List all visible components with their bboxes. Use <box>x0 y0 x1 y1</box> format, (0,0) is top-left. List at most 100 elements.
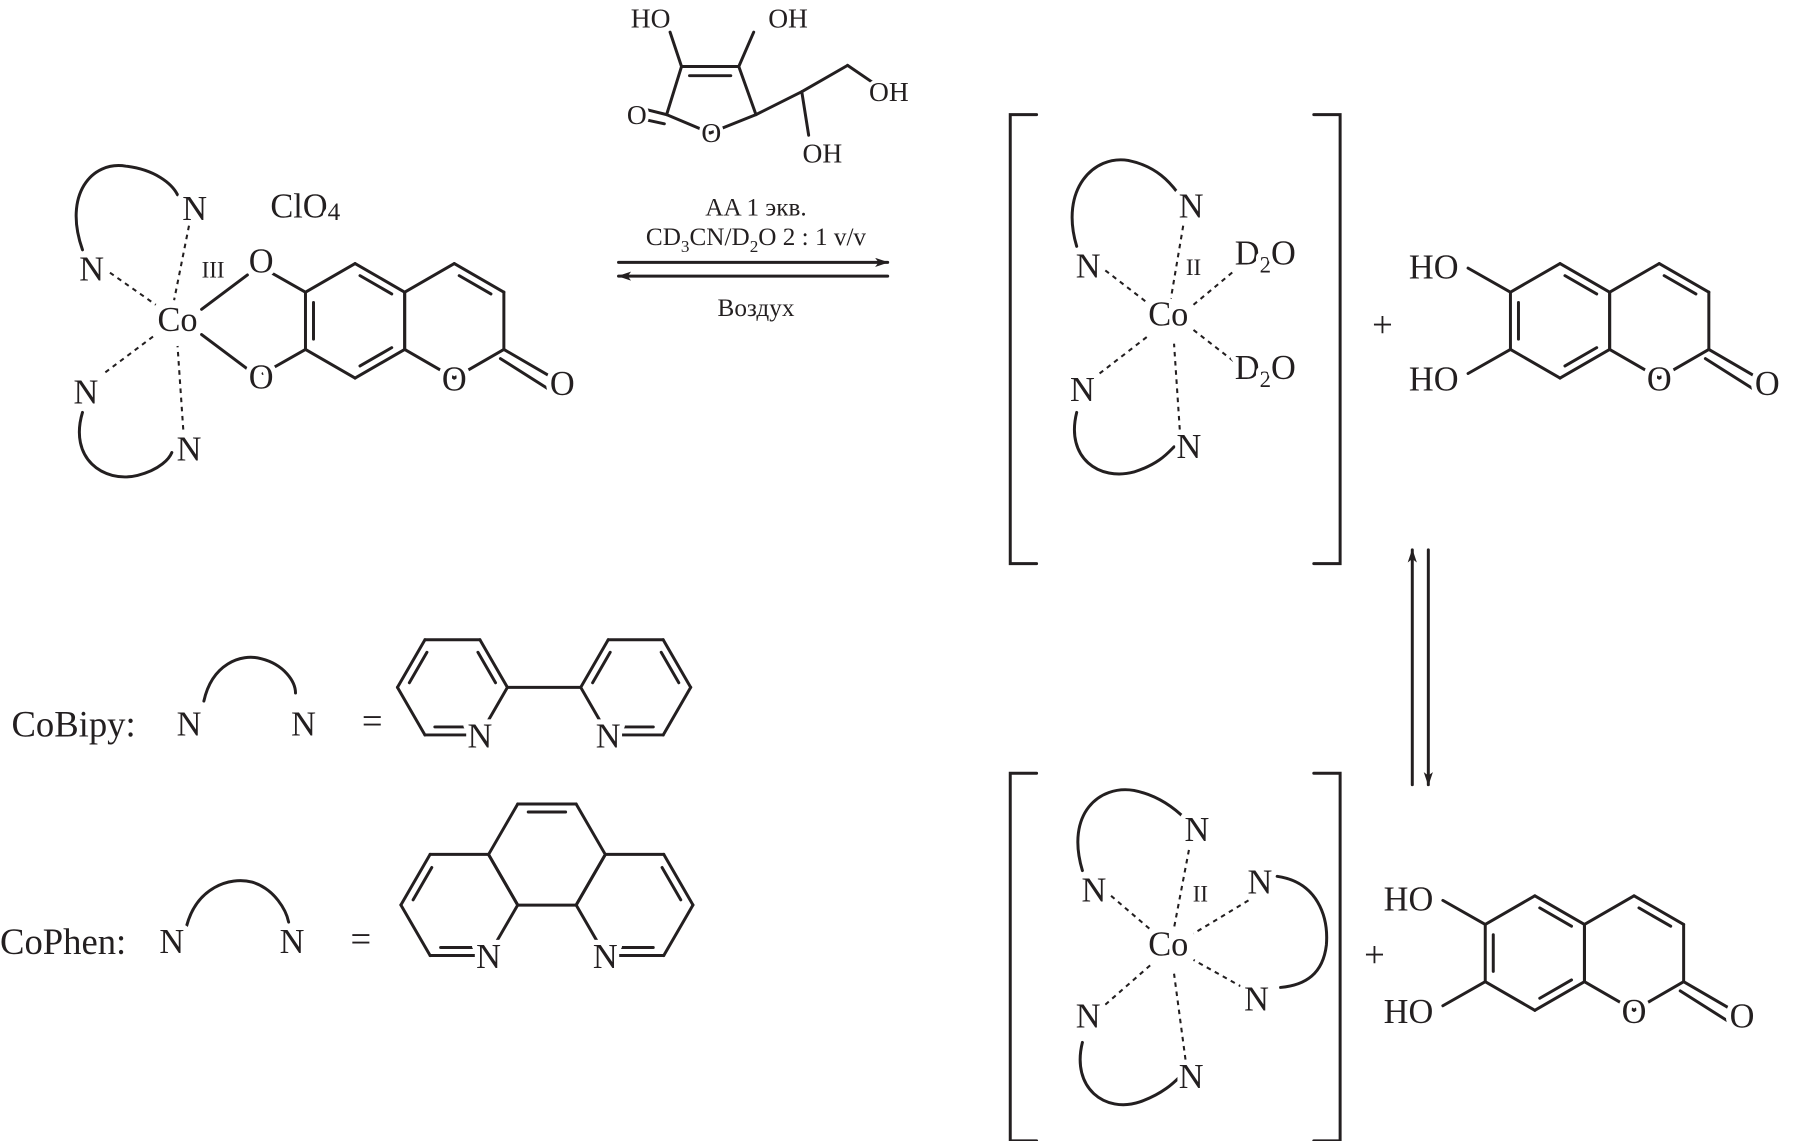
carbonyl-bond <box>502 347 555 380</box>
nitrogen-label: N <box>593 938 618 976</box>
pyranone-ring-bond <box>1657 262 1711 294</box>
benzene-ring-bond <box>303 262 357 294</box>
hydroxyl-label: OH <box>869 77 909 107</box>
nitrogen-label: N <box>291 705 316 743</box>
pyranone-ring-bond <box>452 262 506 294</box>
bond-layer <box>261 262 1760 1023</box>
phen-ring-bond <box>487 802 520 857</box>
benzene-ring-bond <box>1508 262 1562 294</box>
nitrogen-label: N <box>1244 980 1269 1018</box>
hydroxyl-label: HO <box>1384 881 1434 919</box>
phen-ring-bond <box>662 852 695 907</box>
carbonyl-double-bond <box>1703 357 1754 390</box>
pyridine-ring-bond <box>478 638 509 689</box>
nitrogen-label: N <box>177 431 202 469</box>
benzene-ring-bond <box>303 347 357 380</box>
cobipy-label: CoBipy: <box>11 704 135 745</box>
complex-start-bonds <box>74 164 249 479</box>
right-bracket <box>1312 771 1342 1141</box>
pyranone-ring-bond <box>1582 894 1636 926</box>
benzene-ring-double-bond <box>358 346 394 368</box>
nitrogen-label: N <box>182 190 207 228</box>
reagent-label: AA 1 экв. <box>705 194 806 221</box>
pyridine-ring-bond <box>478 685 509 737</box>
cobalt-label: Co <box>1148 295 1188 333</box>
complex-aqua-bonds <box>1008 113 1342 566</box>
nitrogen-label: N <box>1248 864 1273 902</box>
hydroxyl-label: HO <box>1409 248 1459 286</box>
complex-start-labels: N N N N Co III O O ClO4 <box>68 183 345 474</box>
nitrogen-label: N <box>1179 1058 1204 1096</box>
pyranone-ring-bond <box>452 347 506 380</box>
phen-ring-double-bond <box>660 865 683 902</box>
pyranone-ring-bond <box>1632 894 1686 926</box>
hydroxyl-label: HO <box>631 4 671 34</box>
hydroxyl-label: OH <box>768 4 808 34</box>
ring-oxygen-label: O <box>442 361 467 399</box>
left-bracket <box>1008 113 1039 566</box>
phen-ring-double-bond <box>411 865 434 902</box>
reaction-conditions: AA 1 экв. CD3CN/D2O 2 : 1 v/v Воздух <box>646 194 867 322</box>
benzene-ring-bond <box>1558 262 1612 294</box>
oxidation-state-label: II <box>1186 255 1201 280</box>
pyranone-ring-bond <box>1608 347 1661 380</box>
carbonyl-oxygen-label: O <box>550 365 575 403</box>
nitrogen-label: N <box>1177 428 1202 466</box>
pyridine-ring-double-bond <box>659 650 681 685</box>
benzene-ring-bond <box>1558 347 1612 380</box>
benzene-ring-bond <box>353 347 407 380</box>
left-bracket <box>1008 771 1039 1141</box>
phen-ring-bond <box>487 853 520 907</box>
pyridine-ring-double-bond <box>591 650 612 685</box>
hydroxyl-label: OH <box>803 139 843 169</box>
carbonyl-double-bond <box>498 357 549 390</box>
pyranone-ring-double-bond <box>1637 906 1673 928</box>
plus-sign: + <box>1372 304 1393 345</box>
nitrogen-label: N <box>1081 872 1106 910</box>
benzene-ring-double-bond <box>358 274 394 296</box>
equals-sign: = <box>362 700 383 741</box>
benzene-ring-bond <box>1483 894 1537 926</box>
phen-ring-bond <box>574 802 607 857</box>
substituent-bond <box>261 266 307 294</box>
nitrogen-label: N <box>596 718 621 756</box>
pyridine-ring-bond <box>579 685 610 737</box>
benzene-ring-bond <box>1508 347 1562 380</box>
nitrogen-label: N <box>1070 371 1095 409</box>
pyridine-ring-bond <box>579 638 610 689</box>
benzene-ring-double-bond <box>1563 346 1599 368</box>
legend-arcs <box>185 655 298 928</box>
plus-sign: + <box>1364 934 1385 975</box>
reaction-arrows <box>617 257 1433 787</box>
pyranone-ring-double-bond <box>1662 274 1698 296</box>
ligand-legend: CoBipy: N N = CoPhen: N N = <box>0 700 383 966</box>
complex-tris-labels: N N N N N N Co II + <box>1071 806 1385 1102</box>
benzene-ring-bond <box>353 262 407 294</box>
pyridine-ring-double-bond <box>407 650 429 685</box>
pyranone-ring-bond <box>1632 980 1686 1012</box>
nitrogen-label: N <box>1076 998 1101 1036</box>
oxidation-state-label: II <box>1193 882 1208 907</box>
pyridine-ring-bond <box>395 685 427 737</box>
substituent-bond <box>261 347 307 375</box>
carbonyl-oxygen-label: O <box>627 100 647 130</box>
oxidation-state-label: III <box>202 257 225 282</box>
pyridine-ring-bond <box>395 638 427 689</box>
hydroxyl-label: HO <box>1384 993 1434 1031</box>
carbonyl-bond <box>1682 980 1735 1012</box>
substituent-bond <box>1466 266 1512 294</box>
complex-aqua-labels: N N N N Co II D2O D2O + <box>1065 183 1393 472</box>
phen-ring-bond <box>662 903 695 958</box>
phen-ring-bond <box>399 903 432 958</box>
oxygen-label: O <box>249 243 274 281</box>
nitrogen-label: N <box>1185 811 1210 849</box>
hydroxyl-label: HO <box>1409 361 1459 399</box>
nitrogen-label: N <box>468 718 493 756</box>
nitrogen-label: N <box>177 705 202 743</box>
pyridine-ring-double-bond <box>476 650 498 685</box>
benzene-ring-bond <box>1533 980 1586 1012</box>
ring-oxygen-label: O <box>1647 361 1672 399</box>
carbonyl-double-bond <box>1678 989 1729 1023</box>
pyridine-ring-bond <box>661 638 693 689</box>
